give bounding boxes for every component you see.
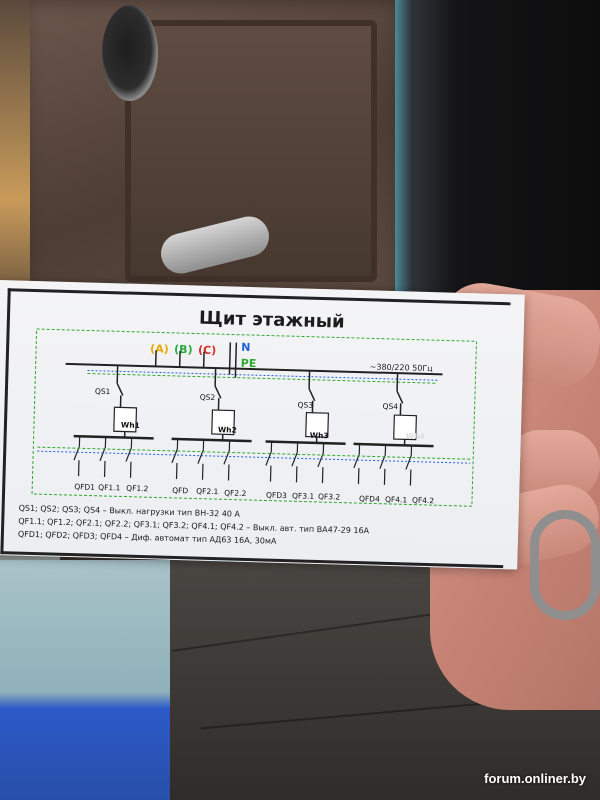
load-switch-4 xyxy=(396,390,404,404)
schematic-paper: Щит этажный (A) (B) (C) N PE ~380/220 50… xyxy=(0,280,525,570)
meter-label-4: Wh4 xyxy=(405,431,425,441)
sub-bus-2 xyxy=(171,437,252,443)
breaker-label-7: QFD3 xyxy=(265,490,287,501)
watermark-text: forum.onliner.by xyxy=(484,771,586,786)
breaker-label-11: QF4.1 xyxy=(384,494,408,505)
breaker-blade-2-1 xyxy=(171,448,178,464)
breaker-label-5: QF2.1 xyxy=(196,486,219,497)
breaker-label-6: QF2.2 xyxy=(224,488,247,498)
breaker-label-2: QF1.1 xyxy=(98,482,121,493)
switch-label-4: QS4 xyxy=(382,401,399,412)
breaker-label-9: QF3.2 xyxy=(317,491,341,502)
breaker-blade-1-3 xyxy=(125,447,132,462)
sub-bus-3 xyxy=(265,440,346,445)
switch-label-1: QS1 xyxy=(94,386,111,397)
breaker-blade-3-1 xyxy=(265,451,272,466)
feeder-wire-2 xyxy=(214,368,217,387)
load-switch-1 xyxy=(116,382,124,396)
door-peephole xyxy=(102,5,158,101)
breaker-label-3: QF1.2 xyxy=(126,483,149,494)
load-switch-3 xyxy=(308,388,316,402)
breaker-label-8: QF3.1 xyxy=(291,491,315,501)
finger-ring xyxy=(530,510,600,620)
meter-label-1: Wh1 xyxy=(120,420,140,430)
breaker-label-1: QFD1 xyxy=(74,482,96,492)
breaker-label-10: QFD4 xyxy=(358,494,380,504)
sub-bus-1 xyxy=(73,434,154,440)
load-switch-2 xyxy=(214,385,222,399)
feeder-wire-1 xyxy=(116,365,119,384)
feeder-wire-3 xyxy=(308,370,311,389)
apartment-door xyxy=(30,0,410,300)
sub-bus-4 xyxy=(353,442,434,448)
meter-label-3: Wh3 xyxy=(309,430,329,441)
breaker-blade-3-2 xyxy=(291,452,298,467)
switch-label-3: QS3 xyxy=(297,400,314,410)
blue-wall-base xyxy=(0,560,170,800)
breaker-label-4: QFD xyxy=(172,485,189,496)
feeder-wire-4 xyxy=(396,373,399,392)
meter-label-2: Wh2 xyxy=(217,425,237,435)
wiring-diagram xyxy=(31,328,477,507)
breaker-label-12: QF4.2 xyxy=(411,495,435,506)
switch-label-2: QS2 xyxy=(199,392,216,403)
breaker-blade-4-3 xyxy=(405,455,412,470)
